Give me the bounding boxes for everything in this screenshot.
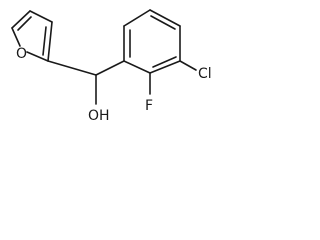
benzene-ring (123, 9, 181, 74)
furan-bond-c5-c4 (11, 10, 31, 29)
furan-ring (11, 10, 53, 62)
structure-canvas: O OH Cl F (0, 0, 252, 132)
furan-bond-o-c2 (26, 51, 49, 62)
furan-bond-c5-c4-double (17, 16, 32, 31)
benzene-bond-c4-c5 (149, 9, 181, 27)
benzene-bond-c2-c3 (149, 60, 181, 74)
bond-furan-to-ch (47, 60, 97, 76)
furan-bond-c3-c2-double (42, 26, 47, 56)
furan-bond-o-c5 (11, 27, 21, 47)
benzene-bond-c4-c5-double (150, 15, 176, 30)
substituent-bonds (149, 60, 197, 95)
molecule-structure: O OH Cl F (11, 9, 212, 124)
benzene-bond-c1-c2 (123, 60, 151, 74)
chlorine-label: Cl (198, 66, 212, 82)
bond-c3-to-cl (179, 60, 197, 71)
carbinol-bonds (47, 60, 125, 105)
furan-bond-c4-c3 (29, 10, 53, 23)
furan-oxygen-label: O (16, 46, 27, 62)
bond-ch-to-phenyl (95, 60, 125, 76)
fluorine-label: F (145, 98, 153, 114)
hydroxyl-label: OH (88, 108, 110, 124)
furan-bond-c3-c2 (47, 21, 53, 62)
benzene-bond-c2-c3-double (152, 56, 177, 68)
benzene-bond-c5-c6 (123, 9, 151, 27)
